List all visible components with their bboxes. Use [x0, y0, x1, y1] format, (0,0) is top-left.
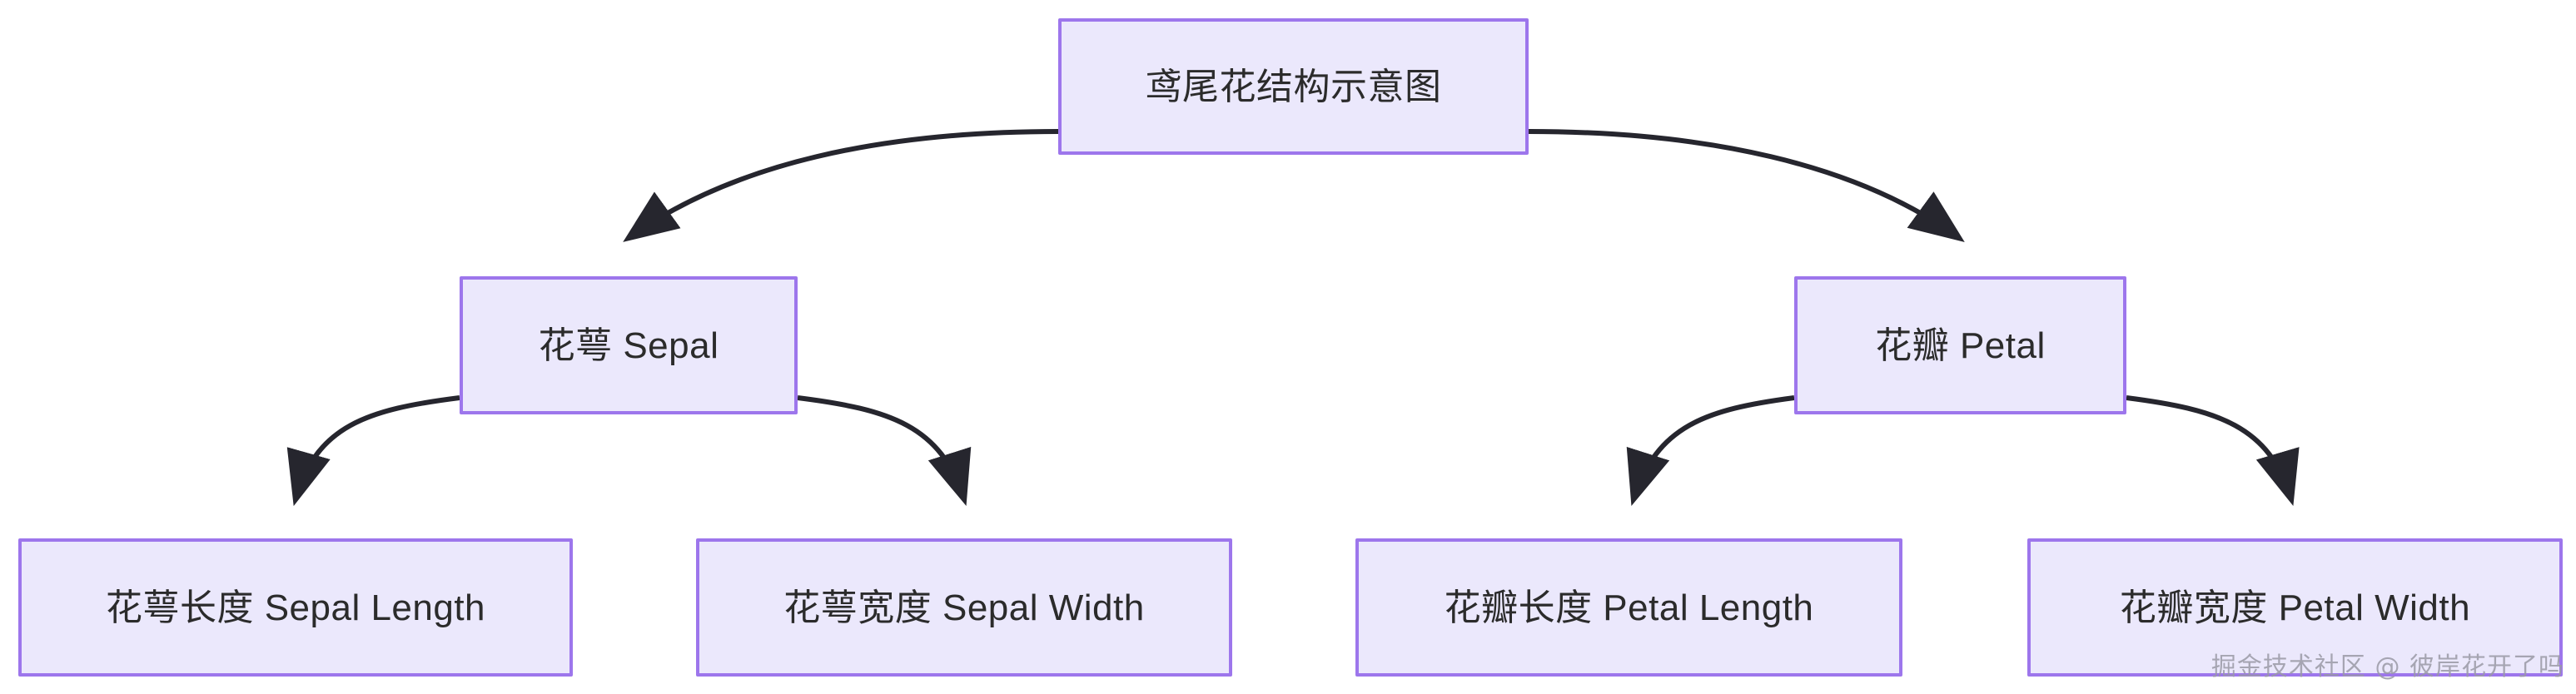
edge-root-to-petal	[1528, 129, 1965, 242]
node-root-label: 鸢尾花结构示意图	[1145, 66, 1442, 107]
edge-root-to-sepal	[623, 129, 1059, 242]
node-petal-width-label: 花瓣宽度 Petal Width	[2119, 587, 2471, 628]
node-petal-label: 花瓣 Petal	[1875, 325, 2046, 366]
node-sepal-width[interactable]: 花萼宽度 Sepal Width	[696, 538, 1232, 677]
edge-petal-to-petal-width	[2126, 395, 2300, 507]
node-sepal-label: 花萼 Sepal	[538, 325, 719, 366]
watermark: 掘金技术社区 @ 彼岸花开了吗	[2210, 652, 2564, 682]
node-petal-width[interactable]: 花瓣宽度 Petal Width	[2027, 538, 2563, 677]
edge-sepal-to-sepal-length	[286, 395, 460, 507]
node-petal-length[interactable]: 花瓣长度 Petal Length	[1355, 538, 1902, 677]
edge-sepal-to-sepal-width	[797, 395, 972, 507]
node-sepal[interactable]: 花萼 Sepal	[460, 276, 798, 414]
edge-petal-to-petal-length	[1626, 395, 1795, 507]
node-root[interactable]: 鸢尾花结构示意图	[1058, 18, 1529, 155]
node-sepal-length-label: 花萼长度 Sepal Length	[105, 587, 486, 628]
node-sepal-width-label: 花萼宽度 Sepal Width	[783, 587, 1145, 628]
node-petal[interactable]: 花瓣 Petal	[1794, 276, 2126, 414]
node-sepal-length[interactable]: 花萼长度 Sepal Length	[18, 538, 573, 677]
node-petal-length-label: 花瓣长度 Petal Length	[1444, 587, 1814, 628]
